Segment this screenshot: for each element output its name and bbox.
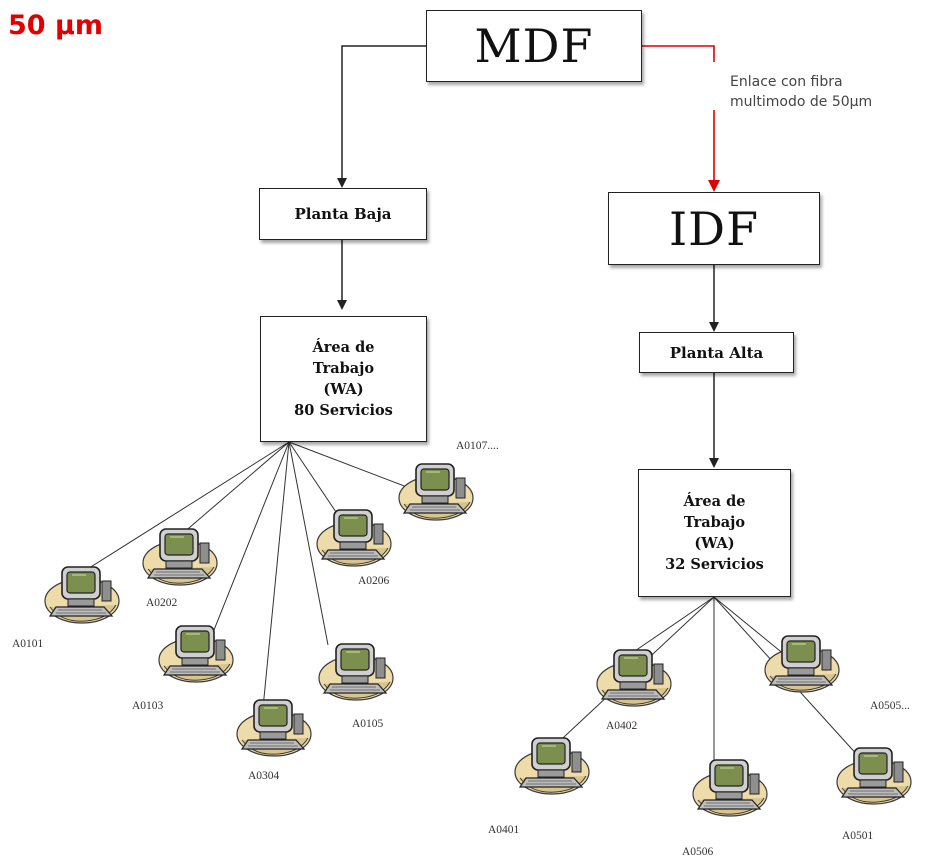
- link-mdf-planta-baja: [337, 45, 426, 188]
- computer-icon: [156, 625, 236, 690]
- computer-icon: [140, 528, 220, 593]
- link-mdf-idf-fiber: [642, 45, 714, 190]
- workstation-a0107: [396, 460, 476, 524]
- label-a0107: A0107....: [456, 440, 499, 452]
- wa-right-line-3: (WA): [694, 535, 735, 552]
- fiber-note-line-2: multimodo de 50µm: [730, 94, 873, 110]
- workstation-a0101: [42, 563, 122, 627]
- fiber-note-line-1: Enlace con fibra: [730, 74, 843, 90]
- label-a0101: A0101: [12, 638, 44, 650]
- label-a0202: A0202: [146, 597, 178, 609]
- fiber-link-note: Enlace con fibra multimodo de 50µm: [730, 72, 872, 112]
- computer-icon: [316, 643, 396, 708]
- node-wa-left: Área de Trabajo (WA) 80 Servicios: [260, 316, 427, 442]
- workstation-a0402: [594, 646, 674, 710]
- computer-icon: [762, 635, 842, 700]
- workstation-a0505: [762, 632, 842, 696]
- workstation-a0304: [234, 696, 314, 760]
- node-planta-alta: Planta Alta: [639, 332, 794, 373]
- computer-icon: [834, 747, 914, 812]
- label-a0505: A0505...: [870, 700, 910, 712]
- wa-left-line-3: (WA): [323, 381, 364, 398]
- fanout-left: [77, 441, 421, 709]
- computer-icon: [314, 509, 394, 574]
- label-a0105: A0105: [352, 718, 384, 730]
- workstation-a0506: [690, 756, 770, 820]
- wa-left-line-4: 80 Servicios: [294, 402, 393, 419]
- heading-fiber-size: 50 µm: [8, 10, 103, 41]
- label-a0304: A0304: [248, 770, 280, 782]
- label-a0206: A0206: [358, 575, 390, 587]
- node-idf: IDF: [608, 192, 820, 265]
- workstation-a0401: [512, 734, 592, 798]
- workstation-a0501: [834, 744, 914, 808]
- label-a0402: A0402: [606, 720, 638, 732]
- wa-right-line-1: Área de: [683, 493, 746, 510]
- label-a0401: A0401: [488, 824, 520, 836]
- wa-right-line-4: 32 Servicios: [665, 556, 764, 573]
- label-a0103: A0103: [132, 700, 164, 712]
- wa-right-line-2: Trabajo: [683, 514, 746, 531]
- node-wa-right: Área de Trabajo (WA) 32 Servicios: [638, 469, 791, 597]
- computer-icon: [690, 759, 770, 824]
- workstation-a0103: [156, 622, 236, 686]
- computer-icon: [396, 463, 476, 528]
- computer-icon: [42, 566, 122, 631]
- workstation-a0206: [314, 506, 394, 570]
- computer-icon: [512, 737, 592, 802]
- node-planta-baja: Planta Baja: [259, 188, 427, 240]
- node-mdf: MDF: [426, 10, 642, 82]
- workstation-a0202: [140, 525, 220, 589]
- fanout-right: [549, 596, 861, 765]
- workstation-a0105: [316, 640, 396, 704]
- computer-icon: [234, 699, 314, 764]
- label-a0506: A0506: [682, 846, 714, 858]
- wa-left-line-1: Área de: [312, 339, 375, 356]
- computer-icon: [594, 649, 674, 714]
- wa-left-line-2: Trabajo: [312, 360, 375, 377]
- label-a0501: A0501: [842, 830, 874, 842]
